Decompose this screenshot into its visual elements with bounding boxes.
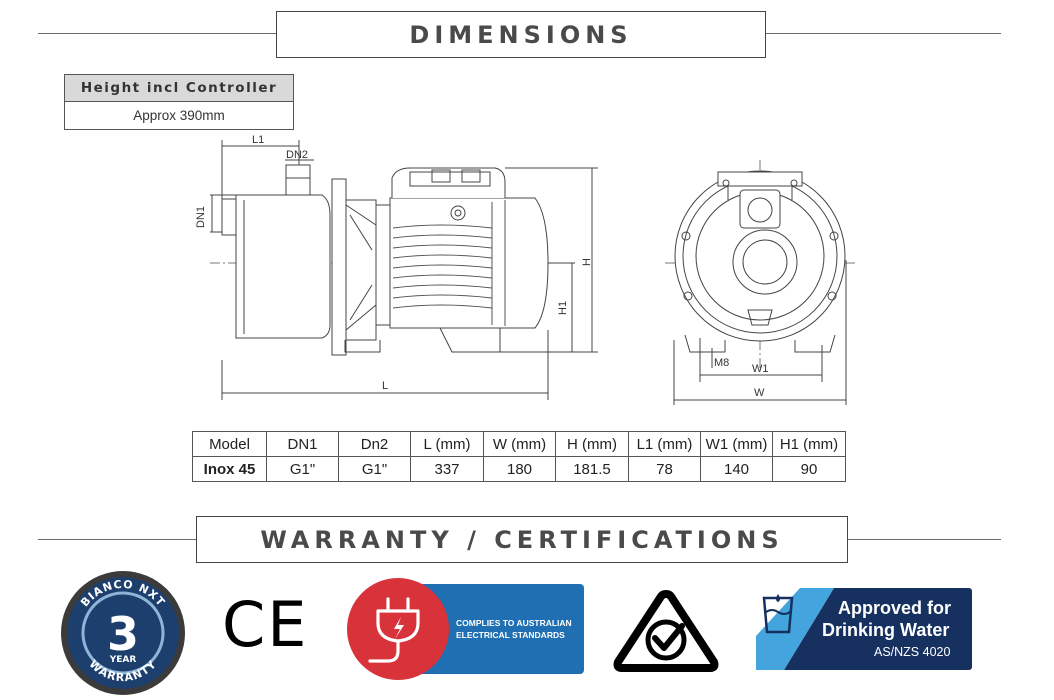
spec-header-cell: DN1 xyxy=(266,431,339,457)
spec-table: Model DN1 Dn2 L (mm) W (mm) H (mm) L1 (m… xyxy=(192,431,846,482)
spec-cell: 78 xyxy=(628,456,701,482)
spec-table-header-row: Model DN1 Dn2 L (mm) W (mm) H (mm) L1 (m… xyxy=(192,431,846,457)
dim-label-h: H xyxy=(581,258,593,266)
spec-cell-model: Inox 45 xyxy=(192,456,267,482)
warranty-title: WARRANTY / CERTIFICATIONS xyxy=(196,516,848,563)
spec-cell: 90 xyxy=(772,456,846,482)
height-info-box: Height incl Controller Approx 390mm xyxy=(64,74,294,130)
spec-header-cell: L1 (mm) xyxy=(628,431,701,457)
spec-header-cell: W1 (mm) xyxy=(700,431,773,457)
height-info-value: Approx 390mm xyxy=(133,108,225,123)
electrical-standards-line2: ELECTRICAL STANDARDS xyxy=(456,630,565,640)
spec-header-cell: H (mm) xyxy=(555,431,629,457)
dim-label-h1: H1 xyxy=(557,301,569,315)
spec-header-cell: H1 (mm) xyxy=(772,431,846,457)
rcm-compliance-icon xyxy=(613,590,719,672)
drinking-water-line3: AS/NZS 4020 xyxy=(874,645,951,659)
table-row: Inox 45 G1" G1" 337 180 181.5 78 140 90 xyxy=(192,456,846,482)
drinking-water-line1: Approved for xyxy=(838,598,952,618)
electrical-plug-icon xyxy=(347,578,449,680)
dim-label-w: W xyxy=(754,387,765,399)
warranty-badge-icon: BIANCO NXT WARRANTY 3 YEAR xyxy=(61,571,185,695)
pump-front-view-drawing: M8 W1 W xyxy=(665,160,855,405)
spec-cell: G1" xyxy=(338,456,411,482)
spec-header-cell: W (mm) xyxy=(483,431,556,457)
warranty-rule-left xyxy=(38,539,196,540)
ce-mark-icon: CE xyxy=(222,588,309,661)
spec-cell: 140 xyxy=(700,456,773,482)
height-info-header: Height incl Controller xyxy=(65,75,293,102)
dimensions-rule-left xyxy=(38,33,276,34)
spec-cell: 337 xyxy=(410,456,484,482)
dim-label-dn1: DN1 xyxy=(195,206,207,228)
drinking-water-line2: Drinking Water xyxy=(822,620,950,640)
dim-label-l: L xyxy=(382,380,388,392)
spec-header-cell: Model xyxy=(192,431,267,457)
warranty-number: 3 xyxy=(107,607,139,661)
dim-label-m8: M8 xyxy=(714,357,729,369)
spec-cell: G1" xyxy=(266,456,339,482)
warranty-rule-right xyxy=(847,539,1001,540)
spec-cell: 181.5 xyxy=(555,456,629,482)
dim-label-dn2: DN2 xyxy=(286,149,308,161)
spec-header-cell: L (mm) xyxy=(410,431,484,457)
pump-side-view-drawing: L1 DN2 DN1 H H1 L xyxy=(195,134,598,400)
dim-label-w1: W1 xyxy=(752,363,769,375)
electrical-standards-line1: COMPLIES TO AUSTRALIAN xyxy=(456,618,572,628)
water-glass-icon xyxy=(756,588,834,670)
dimensions-title: DIMENSIONS xyxy=(276,11,766,58)
spec-header-cell: Dn2 xyxy=(338,431,411,457)
dim-label-l1: L1 xyxy=(252,134,264,146)
warranty-year: YEAR xyxy=(109,655,137,665)
spec-cell: 180 xyxy=(483,456,556,482)
dimensions-rule-right xyxy=(765,33,1001,34)
